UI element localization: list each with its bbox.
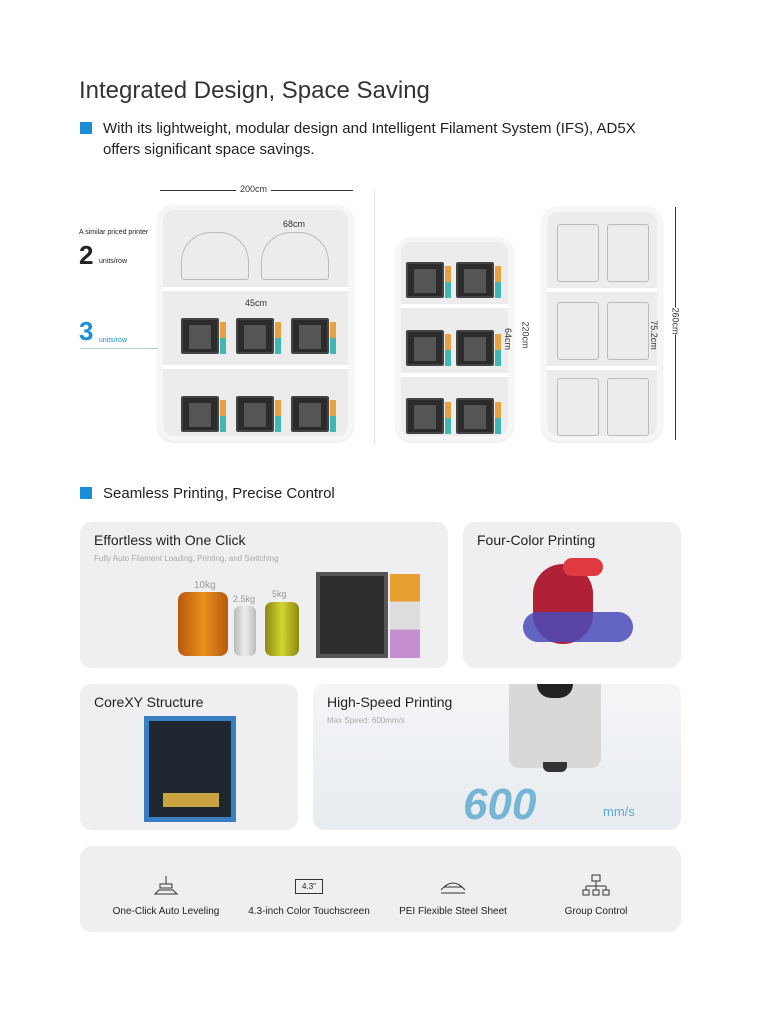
- card-one-click: Effortless with One Click Fully Auto Fil…: [80, 522, 448, 668]
- shelf-ad5x: 64cm: [396, 237, 513, 441]
- card-title: Four-Color Printing: [477, 532, 596, 548]
- group-control-icon: [579, 874, 613, 898]
- competitor-printer-outline: [607, 378, 649, 436]
- feature-label: One-Click Auto Leveling: [112, 906, 220, 917]
- ad5x-count: 3: [79, 316, 94, 346]
- ifs-module-image: [390, 574, 420, 658]
- bullet-square-icon: [80, 487, 92, 499]
- ad5x-units: units/row: [99, 337, 128, 344]
- toucan-wings: [523, 612, 633, 642]
- yellow-spool: [265, 602, 299, 656]
- ad5x-printer-image: [291, 396, 336, 432]
- bullet-square-icon: [80, 122, 92, 134]
- ad5x-printer-image: [406, 262, 451, 298]
- intro-text: With its lightweight, modular design and…: [103, 120, 636, 158]
- competitor-width-label: 68cm: [283, 219, 306, 229]
- auto-leveling-icon: [149, 874, 183, 898]
- toucan-beak: [563, 558, 603, 576]
- ad5x-printer-image: [406, 398, 451, 434]
- section-title: Seamless Printing, Precise Control: [103, 485, 335, 502]
- card-high-speed: High-Speed Printing Max Speed: 600mm/s 6…: [313, 684, 681, 830]
- feature-bar: One-Click Auto Leveling 4.3" 4.3-inch Co…: [80, 846, 681, 932]
- competitor-units: units/row: [99, 258, 128, 265]
- speed-value: 600: [463, 780, 537, 829]
- competitor-height-label: 75.2cm: [648, 320, 659, 350]
- competitor-printer-outline: [181, 232, 249, 280]
- feature-pei-sheet: PEI Flexible Steel Sheet: [378, 846, 528, 917]
- competitor-printer-outline: [607, 224, 649, 282]
- spool-label: 2.5kg: [233, 594, 256, 604]
- ad5x-printer-image: [236, 318, 281, 354]
- shelf-competitor: 75.2cm: [542, 207, 662, 441]
- ad5x-printer-image: [456, 262, 501, 298]
- ad5x-printer-image: [181, 318, 226, 354]
- ad5x-width-label: 45cm: [245, 298, 268, 308]
- orange-spool: [178, 592, 228, 656]
- corexy-printer-image: [144, 716, 236, 822]
- page-title: Integrated Design, Space Saving: [79, 77, 430, 104]
- speed-unit: mm/s: [603, 804, 635, 819]
- card-title: High-Speed Printing: [327, 694, 453, 710]
- card-title: CoreXY Structure: [94, 694, 204, 710]
- ad5x-printer-image: [291, 318, 336, 354]
- touchscreen-icon: 4.3": [292, 874, 326, 898]
- card-corexy: CoreXY Structure: [80, 684, 298, 830]
- ad5x-printer-image: [236, 396, 281, 432]
- ad5x-printer-image: [406, 330, 451, 366]
- competitor-printer-outline: [261, 232, 329, 280]
- printer-image: [316, 572, 388, 658]
- white-spool: [234, 606, 256, 656]
- card-four-color: Four-Color Printing: [463, 522, 681, 668]
- ad5x-printer-image: [181, 396, 226, 432]
- print-head-image: [509, 684, 601, 772]
- ad5x-height-label: 64cm: [503, 327, 514, 351]
- card-subtitle: Max Speed: 600mm/s: [327, 716, 405, 725]
- spool-label: 10kg: [194, 580, 216, 591]
- divider: [374, 190, 375, 445]
- shelf-right-height-label: 260cm: [670, 307, 681, 335]
- feature-label: Group Control: [564, 906, 628, 917]
- card-subtitle: Fully Auto Filament Loading, Printing, a…: [94, 554, 279, 563]
- shelf-mid-height-label: 220cm: [520, 321, 531, 349]
- ad5x-printer-image: [456, 330, 501, 366]
- touchscreen-icon-text: 4.3": [295, 878, 323, 894]
- feature-label: PEI Flexible Steel Sheet: [399, 906, 507, 917]
- spool-label: 5kg: [272, 589, 287, 599]
- competitor-printer-outline: [557, 224, 599, 282]
- steel-sheet-icon: [436, 874, 470, 898]
- competitor-printer-outline: [557, 302, 599, 360]
- feature-auto-leveling: One-Click Auto Leveling: [91, 846, 241, 917]
- competitor-count: 2: [79, 240, 94, 270]
- feature-group-control: Group Control: [521, 846, 671, 917]
- competitor-printer-outline: [557, 378, 599, 436]
- ad5x-printer-image: [456, 398, 501, 434]
- competitor-label: A similar priced printer: [79, 229, 149, 236]
- pointer-line: [80, 348, 180, 349]
- feature-label: 4.3-inch Color Touchscreen: [248, 906, 370, 917]
- feature-touchscreen: 4.3" 4.3-inch Color Touchscreen: [234, 846, 384, 917]
- shelf-comparison-left: 68cm 45cm: [158, 205, 353, 441]
- width-total-label: 200cm: [236, 184, 272, 194]
- card-title: Effortless with One Click: [94, 532, 246, 548]
- competitor-printer-outline: [607, 302, 649, 360]
